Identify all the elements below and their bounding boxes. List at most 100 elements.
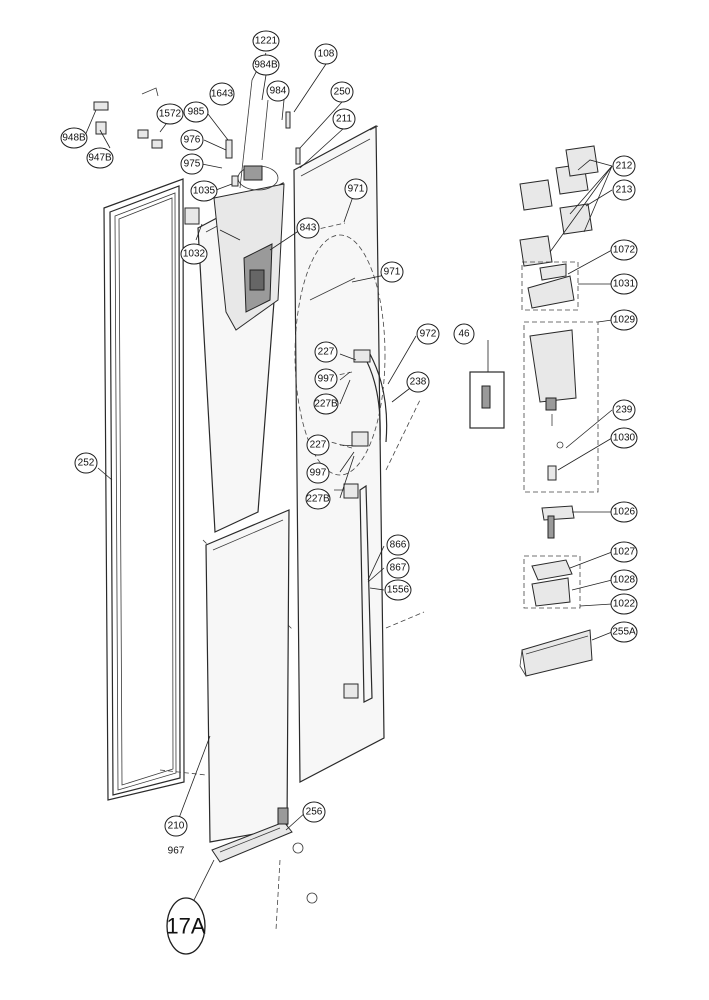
callout-997-upper: 997: [314, 368, 338, 390]
svg-text:1027: 1027: [613, 547, 636, 558]
callout-1643: 1643: [209, 82, 235, 106]
svg-text:238: 238: [410, 377, 427, 388]
callout-1031: 1031: [610, 273, 638, 295]
callout-213: 213: [612, 179, 636, 201]
callout-1032: 1032: [180, 243, 208, 265]
callout-972: 972: [416, 323, 440, 345]
callout-971-mid: 971: [380, 261, 404, 283]
dispenser-assembly-1029: [523, 321, 599, 493]
svg-text:947B: 947B: [88, 153, 112, 164]
svg-text:252: 252: [78, 458, 95, 469]
callout-227b-upper: 227B: [313, 393, 339, 415]
svg-text:1035: 1035: [193, 186, 216, 197]
svg-text:1028: 1028: [613, 575, 636, 586]
svg-text:1026: 1026: [613, 507, 636, 518]
callout-984b: 984B: [252, 54, 280, 76]
callout-227-upper: 227: [314, 341, 338, 363]
svg-text:1030: 1030: [613, 433, 636, 444]
svg-text:1072: 1072: [613, 245, 636, 256]
svg-text:1022: 1022: [613, 599, 636, 610]
svg-text:1643: 1643: [211, 89, 234, 100]
svg-text:984B: 984B: [254, 60, 278, 71]
callout-227-lower: 227: [306, 434, 330, 456]
bottom-trim: [211, 807, 318, 931]
callout-238: 238: [406, 371, 430, 393]
svg-text:256: 256: [306, 807, 323, 818]
top-small-parts: [93, 79, 301, 225]
svg-text:250: 250: [334, 87, 351, 98]
callout-975: 975: [180, 153, 204, 175]
svg-text:1556: 1556: [387, 585, 410, 596]
svg-text:212: 212: [616, 161, 633, 172]
cover-group-1022: [523, 555, 581, 609]
svg-text:1221: 1221: [255, 36, 278, 47]
part-46-box: [469, 371, 505, 429]
svg-text:210: 210: [168, 821, 185, 832]
svg-text:866: 866: [390, 540, 407, 551]
svg-text:211: 211: [336, 114, 352, 125]
svg-text:1029: 1029: [613, 315, 636, 326]
svg-text:843: 843: [300, 223, 317, 234]
door-bin-clips: [519, 145, 599, 267]
callout-1028: 1028: [610, 569, 638, 591]
callout-1027: 1027: [610, 541, 638, 563]
svg-text:213: 213: [616, 185, 633, 196]
callout-1572: 1572: [156, 103, 184, 125]
callout-239: 239: [612, 399, 636, 421]
callout-212: 212: [612, 155, 636, 177]
callout-1022: 1022: [610, 593, 638, 615]
svg-text:976: 976: [184, 135, 201, 146]
svg-text:227B: 227B: [314, 399, 338, 410]
callout-985: 985: [183, 101, 209, 123]
callout-46: 46: [453, 323, 475, 345]
svg-text:1572: 1572: [159, 109, 182, 120]
callout-17a: 17A: [166, 897, 206, 955]
control-panel-assembly: [213, 165, 285, 331]
svg-text:997: 997: [318, 374, 335, 385]
callout-1030: 1030: [610, 427, 638, 449]
callout-252: 252: [74, 452, 98, 474]
callout-997-lower: 997: [306, 462, 330, 484]
svg-text:227B: 227B: [306, 494, 330, 505]
svg-text:997: 997: [310, 468, 327, 479]
callout-866: 866: [386, 534, 410, 556]
callout-947b: 947B: [86, 147, 114, 169]
door-panel-210: [205, 509, 290, 843]
leader-lines: [83, 52, 613, 917]
callout-256: 256: [302, 801, 326, 823]
svg-text:971: 971: [348, 184, 365, 195]
door-bin-255A: [519, 629, 593, 677]
svg-text:227: 227: [318, 347, 335, 358]
callout-1556: 1556: [384, 579, 412, 601]
label-967: 967: [168, 846, 185, 857]
callout-108: 108: [314, 43, 338, 65]
callout-843: 843: [296, 217, 320, 239]
svg-text:972: 972: [420, 329, 437, 340]
callout-210: 210: [164, 815, 188, 837]
svg-text:971: 971: [384, 267, 401, 278]
callout-1029: 1029: [610, 309, 638, 331]
callout-971-top: 971: [344, 178, 368, 200]
callout-250: 250: [330, 81, 354, 103]
svg-text:108: 108: [318, 49, 335, 60]
svg-text:17A: 17A: [166, 914, 205, 939]
svg-text:975: 975: [184, 159, 201, 170]
svg-text:227: 227: [310, 440, 327, 451]
lever-1026: [541, 505, 575, 539]
door-gasket: [103, 178, 185, 801]
svg-text:46: 46: [458, 329, 470, 340]
callout-976: 976: [180, 129, 204, 151]
svg-text:1031: 1031: [613, 279, 636, 290]
svg-text:255A: 255A: [612, 627, 636, 638]
callout-1072: 1072: [610, 239, 638, 261]
svg-text:984: 984: [270, 86, 287, 97]
svg-text:985: 985: [188, 107, 205, 118]
svg-text:239: 239: [616, 405, 633, 416]
callout-211: 211: [332, 108, 356, 130]
callout-1035: 1035: [190, 180, 218, 202]
callout-255a: 255A: [610, 621, 638, 643]
callout-1026: 1026: [610, 501, 638, 523]
svg-text:1032: 1032: [183, 249, 206, 260]
door-handle: [351, 349, 388, 447]
callout-1221: 1221: [252, 30, 280, 52]
